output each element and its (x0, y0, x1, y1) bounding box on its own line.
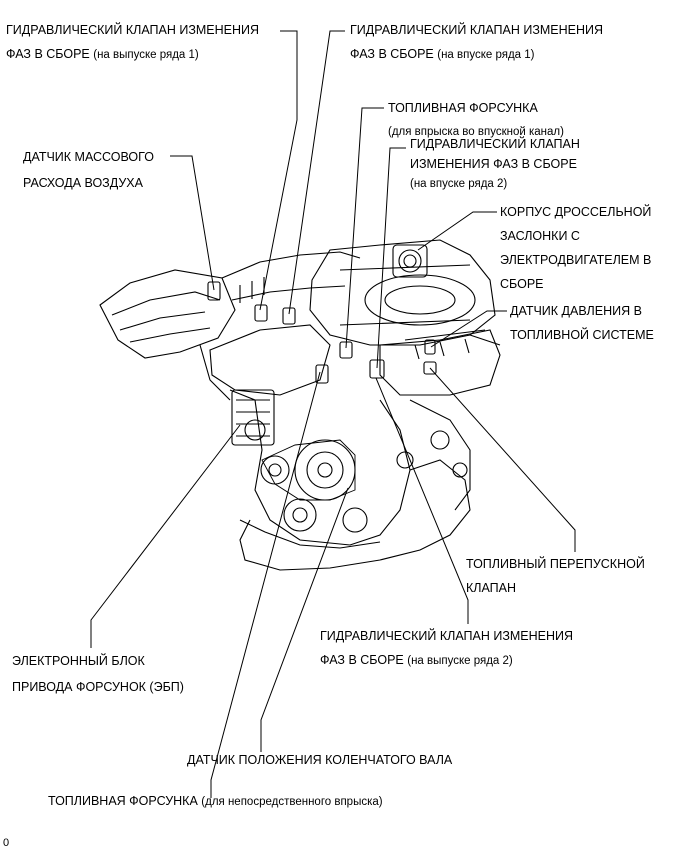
callout-line: ДАТЧИК ПОЛОЖЕНИЯ КОЛЕНЧАТОГО ВАЛА (187, 753, 453, 767)
callout-line: ГИДРАВЛИЧЕСКИЙ КЛАПАН (410, 137, 580, 151)
callout-note: (на впуске ряда 1) (437, 49, 535, 61)
engine-illustration (99, 239, 501, 571)
leader-ckp (260, 487, 349, 752)
callout-line: ТОПЛИВНЫЙ ПЕРЕПУСКНОЙ (466, 557, 645, 571)
leader-maf (170, 155, 215, 291)
figure-code: 0 (3, 837, 10, 849)
callout-vvt-intake-b2: ГИДРАВЛИЧЕСКИЙ КЛАПАН ИЗМЕНЕНИЯ ФАЗ В СБ… (410, 134, 580, 194)
leader-vvt-exhaust-b1 (259, 30, 298, 311)
leader-lines (90, 30, 576, 798)
leader-edu (90, 424, 241, 648)
callout-line: ФАЗ В СБОРЕ (320, 653, 404, 667)
callout-line: ТОПЛИВНАЯ ФОРСУНКА (48, 794, 198, 808)
callout-injector-port: ТОПЛИВНАЯ ФОРСУНКА (для впрыска во впуск… (388, 96, 564, 144)
callout-vvt-exhaust-b2: ГИДРАВЛИЧЕСКИЙ КЛАПАН ИЗМЕНЕНИЯ ФАЗ В СБ… (320, 624, 573, 673)
leader-fuel-pressure (430, 310, 507, 348)
callout-line: ЭЛЕКТРОДВИГАТЕЛЕМ В (500, 253, 652, 267)
callout-note: (на впуске ряда 2) (410, 178, 508, 190)
leader-injector-direct (210, 371, 321, 798)
callout-throttle-body: КОРПУС ДРОССЕЛЬНОЙ ЗАСЛОНКИ С ЭЛЕКТРОДВИ… (500, 200, 651, 296)
callout-line: ТОПЛИВНАЯ ФОРСУНКА (388, 101, 538, 115)
leader-vvt-exhaust-b2 (375, 377, 469, 624)
callout-note: (на выпуске ряда 1) (93, 49, 199, 61)
intake-manifold (309, 239, 496, 346)
callout-injector-direct: ТОПЛИВНАЯ ФОРСУНКА (для непосредственног… (48, 789, 383, 814)
leader-injector-port (345, 107, 384, 349)
edu-box (231, 389, 275, 446)
callout-line: ИЗМЕНЕНИЯ ФАЗ В СБОРЕ (410, 157, 577, 171)
callout-note: (для впрыска во впускной канал) (388, 126, 564, 138)
callout-line: КОРПУС ДРОССЕЛЬНОЙ (500, 205, 652, 219)
callout-line: ФАЗ В СБОРЕ (6, 47, 90, 61)
callout-vvt-exhaust-b1: ГИДРАВЛИЧЕСКИЙ КЛАПАН ИЗМЕНЕНИЯ ФАЗ В СБ… (6, 18, 259, 67)
throttle-body-shape (392, 244, 428, 278)
callout-line: КЛАПАН (466, 581, 517, 595)
air-intake-duct (99, 269, 236, 359)
callout-line: ТОПЛИВНОЙ СИСТЕМЕ (510, 328, 654, 342)
callout-vvt-intake-b1: ГИДРАВЛИЧЕСКИЙ КЛАПАН ИЗМЕНЕНИЯ ФАЗ В СБ… (350, 18, 603, 67)
leader-bypass (429, 367, 576, 552)
callout-fuel-pressure-sensor: ДАТЧИК ДАВЛЕНИЯ В ТОПЛИВНОЙ СИСТЕМЕ (510, 299, 654, 347)
callout-fuel-bypass-valve: ТОПЛИВНЫЙ ПЕРЕПУСКНОЙ КЛАПАН (466, 552, 645, 600)
leader-throttle (417, 211, 497, 251)
callout-edu: ЭЛЕКТРОННЫЙ БЛОК ПРИВОДА ФОРСУНОК (ЭБП) (12, 648, 184, 700)
callout-line: ГИДРАВЛИЧЕСКИЙ КЛАПАН ИЗМЕНЕНИЯ (320, 629, 574, 643)
callout-line: ДАТЧИК ДАВЛЕНИЯ В (510, 304, 642, 318)
callout-line: РАСХОДА ВОЗДУХА (23, 176, 143, 190)
callout-maf-sensor: ДАТЧИК МАССОВОГО РАСХОДА ВОЗДУХА (23, 144, 154, 196)
callout-ckp-sensor: ДАТЧИК ПОЛОЖЕНИЯ КОЛЕНЧАТОГО ВАЛА (187, 748, 452, 772)
callout-note: (на выпуске ряда 2) (407, 655, 513, 667)
leader-vvt-intake-b1 (288, 30, 345, 315)
callout-line: ГИДРАВЛИЧЕСКИЙ КЛАПАН ИЗМЕНЕНИЯ (6, 23, 260, 37)
callout-line: ЭЛЕКТРОННЫЙ БЛОК (12, 654, 145, 668)
callout-line: ФАЗ В СБОРЕ (350, 47, 434, 61)
callout-note: (для непосредственного впрыска) (201, 796, 383, 808)
callout-line: ГИДРАВЛИЧЕСКИЙ КЛАПАН ИЗМЕНЕНИЯ (350, 23, 604, 37)
callout-line: ЗАСЛОНКИ С (500, 229, 580, 243)
callout-line: ДАТЧИК МАССОВОГО (23, 150, 154, 164)
leader-vvt-intake-b2 (376, 147, 406, 369)
callout-line: СБОРЕ (500, 277, 544, 291)
callout-line: ПРИВОДА ФОРСУНОК (ЭБП) (12, 680, 184, 694)
